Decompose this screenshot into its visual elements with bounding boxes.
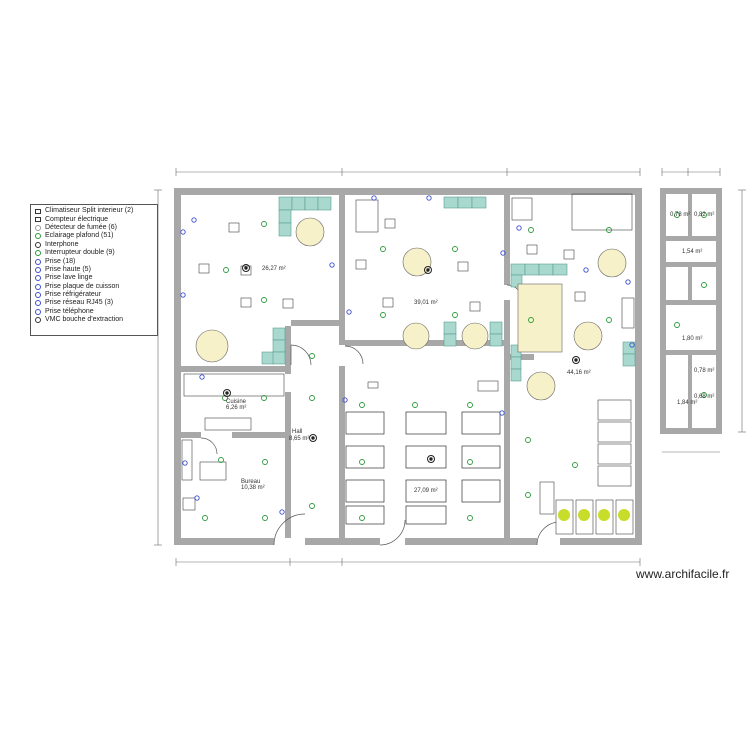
legend-item: Détecteur de fumée (6) (34, 224, 154, 232)
legend-item: Compteur électrique (34, 215, 154, 223)
dining-tables (198, 218, 586, 312)
double-switch-icon (34, 250, 42, 257)
room-g-area: 27,09 m² (414, 488, 438, 494)
legend-item-label: Eclairage plafond (51) (45, 232, 114, 240)
phone-outlet-icon (34, 308, 42, 315)
room-e-area: 8,65 m² (289, 436, 309, 442)
legend-item-label: Prise réfrigérateur (45, 291, 102, 299)
legend-item: Prise (18) (34, 257, 154, 265)
ac-unit-icon (34, 208, 42, 215)
legend-item-label: Prise téléphone (45, 307, 94, 315)
outlets (180, 195, 635, 515)
outlet-icon (34, 258, 42, 265)
ceiling-lights (202, 212, 707, 521)
legend-item-label: Prise haute (5) (45, 265, 91, 273)
vmc-icon (34, 317, 42, 324)
legend-item: Prise réseau RJ45 (3) (34, 299, 154, 307)
legend-item: Prise haute (5) (34, 266, 154, 274)
legend-item-label: Prise (18) (45, 257, 76, 265)
legend-item: Prise téléphone (34, 308, 154, 316)
legend-item: Interphone (34, 241, 154, 249)
legend-item-label: Interphone (45, 240, 79, 248)
dimension-lines (154, 168, 746, 566)
benches (261, 196, 636, 382)
annex-3-area: 1,54 m² (682, 249, 702, 255)
meter-icon (34, 216, 42, 223)
hob-outlet-icon (34, 283, 42, 290)
central-table (517, 283, 563, 353)
room-d-area: 6,26 m² (226, 405, 246, 411)
legend-item: Interrupteur double (9) (34, 249, 154, 257)
symbol-legend: Climatiseur Split interieur (2)Compteur … (30, 204, 158, 336)
annex-5-area: 0,78 m² (694, 368, 714, 374)
legend-item: Prise plaque de cuisson (34, 283, 154, 291)
washer-outlet-icon (34, 275, 42, 282)
ceiling-light-icon (34, 233, 42, 240)
intercom-icon (34, 241, 42, 248)
fridge-outlet-icon (34, 292, 42, 299)
legend-item: VMC bouche d'extraction (34, 316, 154, 324)
annex-4-area: 1,80 m² (682, 336, 702, 342)
room-d-label: Cuisine (226, 399, 247, 405)
legend-item-label: Interrupteur double (9) (45, 249, 115, 257)
furniture (181, 193, 635, 515)
room-f-area: 10,38 m² (241, 485, 265, 491)
legend-item: Climatiseur Split interieur (2) (34, 207, 154, 215)
annex-2-area: 0,82 m² (694, 212, 714, 218)
legend-item-label: Détecteur de fumée (6) (45, 223, 117, 231)
legend-item-label: Climatiseur Split interieur (2) (45, 207, 134, 215)
legend-item: Prise lave linge (34, 274, 154, 282)
round-tables (195, 217, 627, 401)
rj45-outlet-icon (34, 300, 42, 307)
room-c-area: 44,16 m² (567, 370, 591, 376)
smoke-detectors (223, 264, 580, 463)
room-b-area: 39,01 m² (414, 300, 438, 306)
plants (555, 499, 634, 535)
room-f-label: Bureau (241, 479, 260, 485)
smoke-detector-icon (34, 224, 42, 231)
annex-6-area: 1,84 m² (677, 400, 697, 406)
legend-item: Eclairage plafond (51) (34, 232, 154, 240)
high-outlet-icon (34, 266, 42, 273)
annex-1-area: 0,78 m² (670, 212, 690, 218)
desks (345, 411, 501, 525)
legend-item-label: VMC bouche d'extraction (45, 316, 123, 324)
room-a-area: 26,27 m² (262, 266, 286, 272)
legend-item-label: Prise lave linge (45, 274, 93, 282)
legend-item-label: Prise réseau RJ45 (3) (45, 299, 114, 307)
watermark: www.archifacile.fr (636, 567, 730, 581)
annex-7-area: 0,68 m² (694, 394, 714, 400)
legend-item: Prise réfrigérateur (34, 291, 154, 299)
legend-item-label: Prise plaque de cuisson (45, 282, 120, 290)
legend-item-label: Compteur électrique (45, 215, 109, 223)
room-e-label: Hall (292, 429, 302, 435)
walls (174, 188, 722, 545)
